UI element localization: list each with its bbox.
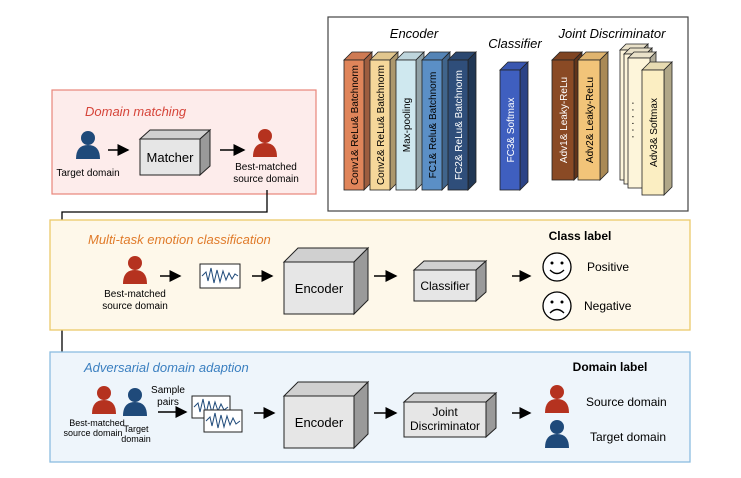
source-domain-label: Source domain <box>586 395 667 409</box>
negative-label: Negative <box>584 299 632 313</box>
adversarial-best-label-line1: Best-matched <box>69 418 125 428</box>
multitask-frame <box>49 219 691 331</box>
discriminator-layer-last-label: Adv3& Softmax <box>649 98 660 167</box>
multitask-title: Multi-task emotion classification <box>88 232 271 247</box>
encoder-layer-3-label: Max-pooling <box>402 98 413 152</box>
best-matched-label-line2: source domain <box>233 174 299 185</box>
adversarial-title: Adversarial domain adaption <box>83 360 249 375</box>
adversarial-target-label-line1: Target <box>123 424 149 434</box>
best-matched-label-line1: Best-matched <box>235 162 297 173</box>
multitask-best-label-line1: Best-matched <box>104 289 166 300</box>
adversarial-best-label-line2: source domain <box>63 428 122 438</box>
domain-label-title: Domain label <box>573 360 648 374</box>
encoder-layer-3: Max-pooling <box>395 51 425 191</box>
target-domain-result-label: Target domain <box>590 430 666 444</box>
eeg-signal-pair-icon <box>191 395 243 433</box>
discriminator-layer-1: Adv1& Leaky-ReLu <box>551 51 583 181</box>
discriminator-ellipsis: · · · · · · <box>627 101 639 138</box>
discriminator-layer-2: Adv2& Leaky-ReLu <box>577 51 609 181</box>
adversarial-frame <box>49 351 691 463</box>
architecture-layers: Conv1& ReLu& Batchnorm Conv2& ReLu& Batch… <box>343 43 673 196</box>
adversarial-target-label-line2: domain <box>121 434 151 444</box>
classifier-title: Classifier <box>488 36 542 51</box>
sad-face-icon <box>542 291 572 321</box>
discriminator-layer-last: Adv3& Softmax <box>641 61 673 196</box>
discriminator-title: Joint Discriminator <box>558 26 667 41</box>
matcher-box: Matcher <box>138 128 212 177</box>
classifier-box: Classifier <box>412 259 488 303</box>
joint-discriminator-box: Joint Discriminator <box>402 391 498 439</box>
multitask-best-label-line2: source domain <box>102 301 168 312</box>
positive-label: Positive <box>587 260 629 274</box>
encoder-box: Encoder <box>282 246 370 316</box>
adversarial-encoder-box: Encoder <box>282 380 370 450</box>
encoder-layer-2-label: Conv2& ReLu& Batchnorm <box>376 65 387 185</box>
class-label-title: Class label <box>549 229 612 243</box>
encoder-layer-5-label: FC2& ReLu& Batchnorm <box>454 70 465 180</box>
domain-matching-panel: Domain matching Target domain Matcher Be… <box>51 89 317 195</box>
discriminator-layer-2-label: Adv2& Leaky-ReLu <box>585 77 596 163</box>
encoder-title: Encoder <box>390 26 439 41</box>
classifier-label: Classifier <box>420 279 469 293</box>
encoder-layer-1-label: Conv1& ReLu& Batchnorm <box>350 65 361 185</box>
encoder-layer-4-label: FC1& Relu& Batchnorm <box>428 72 439 179</box>
adversarial-encoder-label: Encoder <box>295 415 344 430</box>
classifier-layer: FC3& Softmax <box>499 61 529 191</box>
joint-discriminator-label-line1: Joint <box>432 405 458 419</box>
domain-matching-title: Domain matching <box>85 104 187 119</box>
classifier-layer-label: FC3& Softmax <box>506 97 517 162</box>
architecture-panel: Encoder Classifier Joint Discriminator C… <box>327 16 689 212</box>
discriminator-layer-1-label: Adv1& Leaky-ReLu <box>559 77 570 163</box>
encoder-layer-2: Conv2& ReLu& Batchnorm <box>369 51 399 191</box>
encoder-layer-4: FC1& Relu& Batchnorm <box>421 51 451 191</box>
matcher-label: Matcher <box>147 150 195 165</box>
smiley-face-icon <box>542 252 572 282</box>
target-domain-label: Target domain <box>56 168 119 179</box>
encoder-layer-1: Conv1& ReLu& Batchnorm <box>343 51 373 191</box>
sample-pairs-label-line1: Sample <box>151 385 185 396</box>
sample-pairs-label-line2: pairs <box>157 397 179 408</box>
eeg-signal-icon <box>199 263 241 289</box>
joint-discriminator-label-line2: Discriminator <box>410 419 480 433</box>
encoder-layer-5: FC2& ReLu& Batchnorm <box>447 51 477 191</box>
multitask-panel: Multi-task emotion classification Best-m… <box>49 219 691 331</box>
adversarial-panel: Adversarial domain adaption Best-matched… <box>49 351 691 463</box>
encoder-label: Encoder <box>295 281 344 296</box>
